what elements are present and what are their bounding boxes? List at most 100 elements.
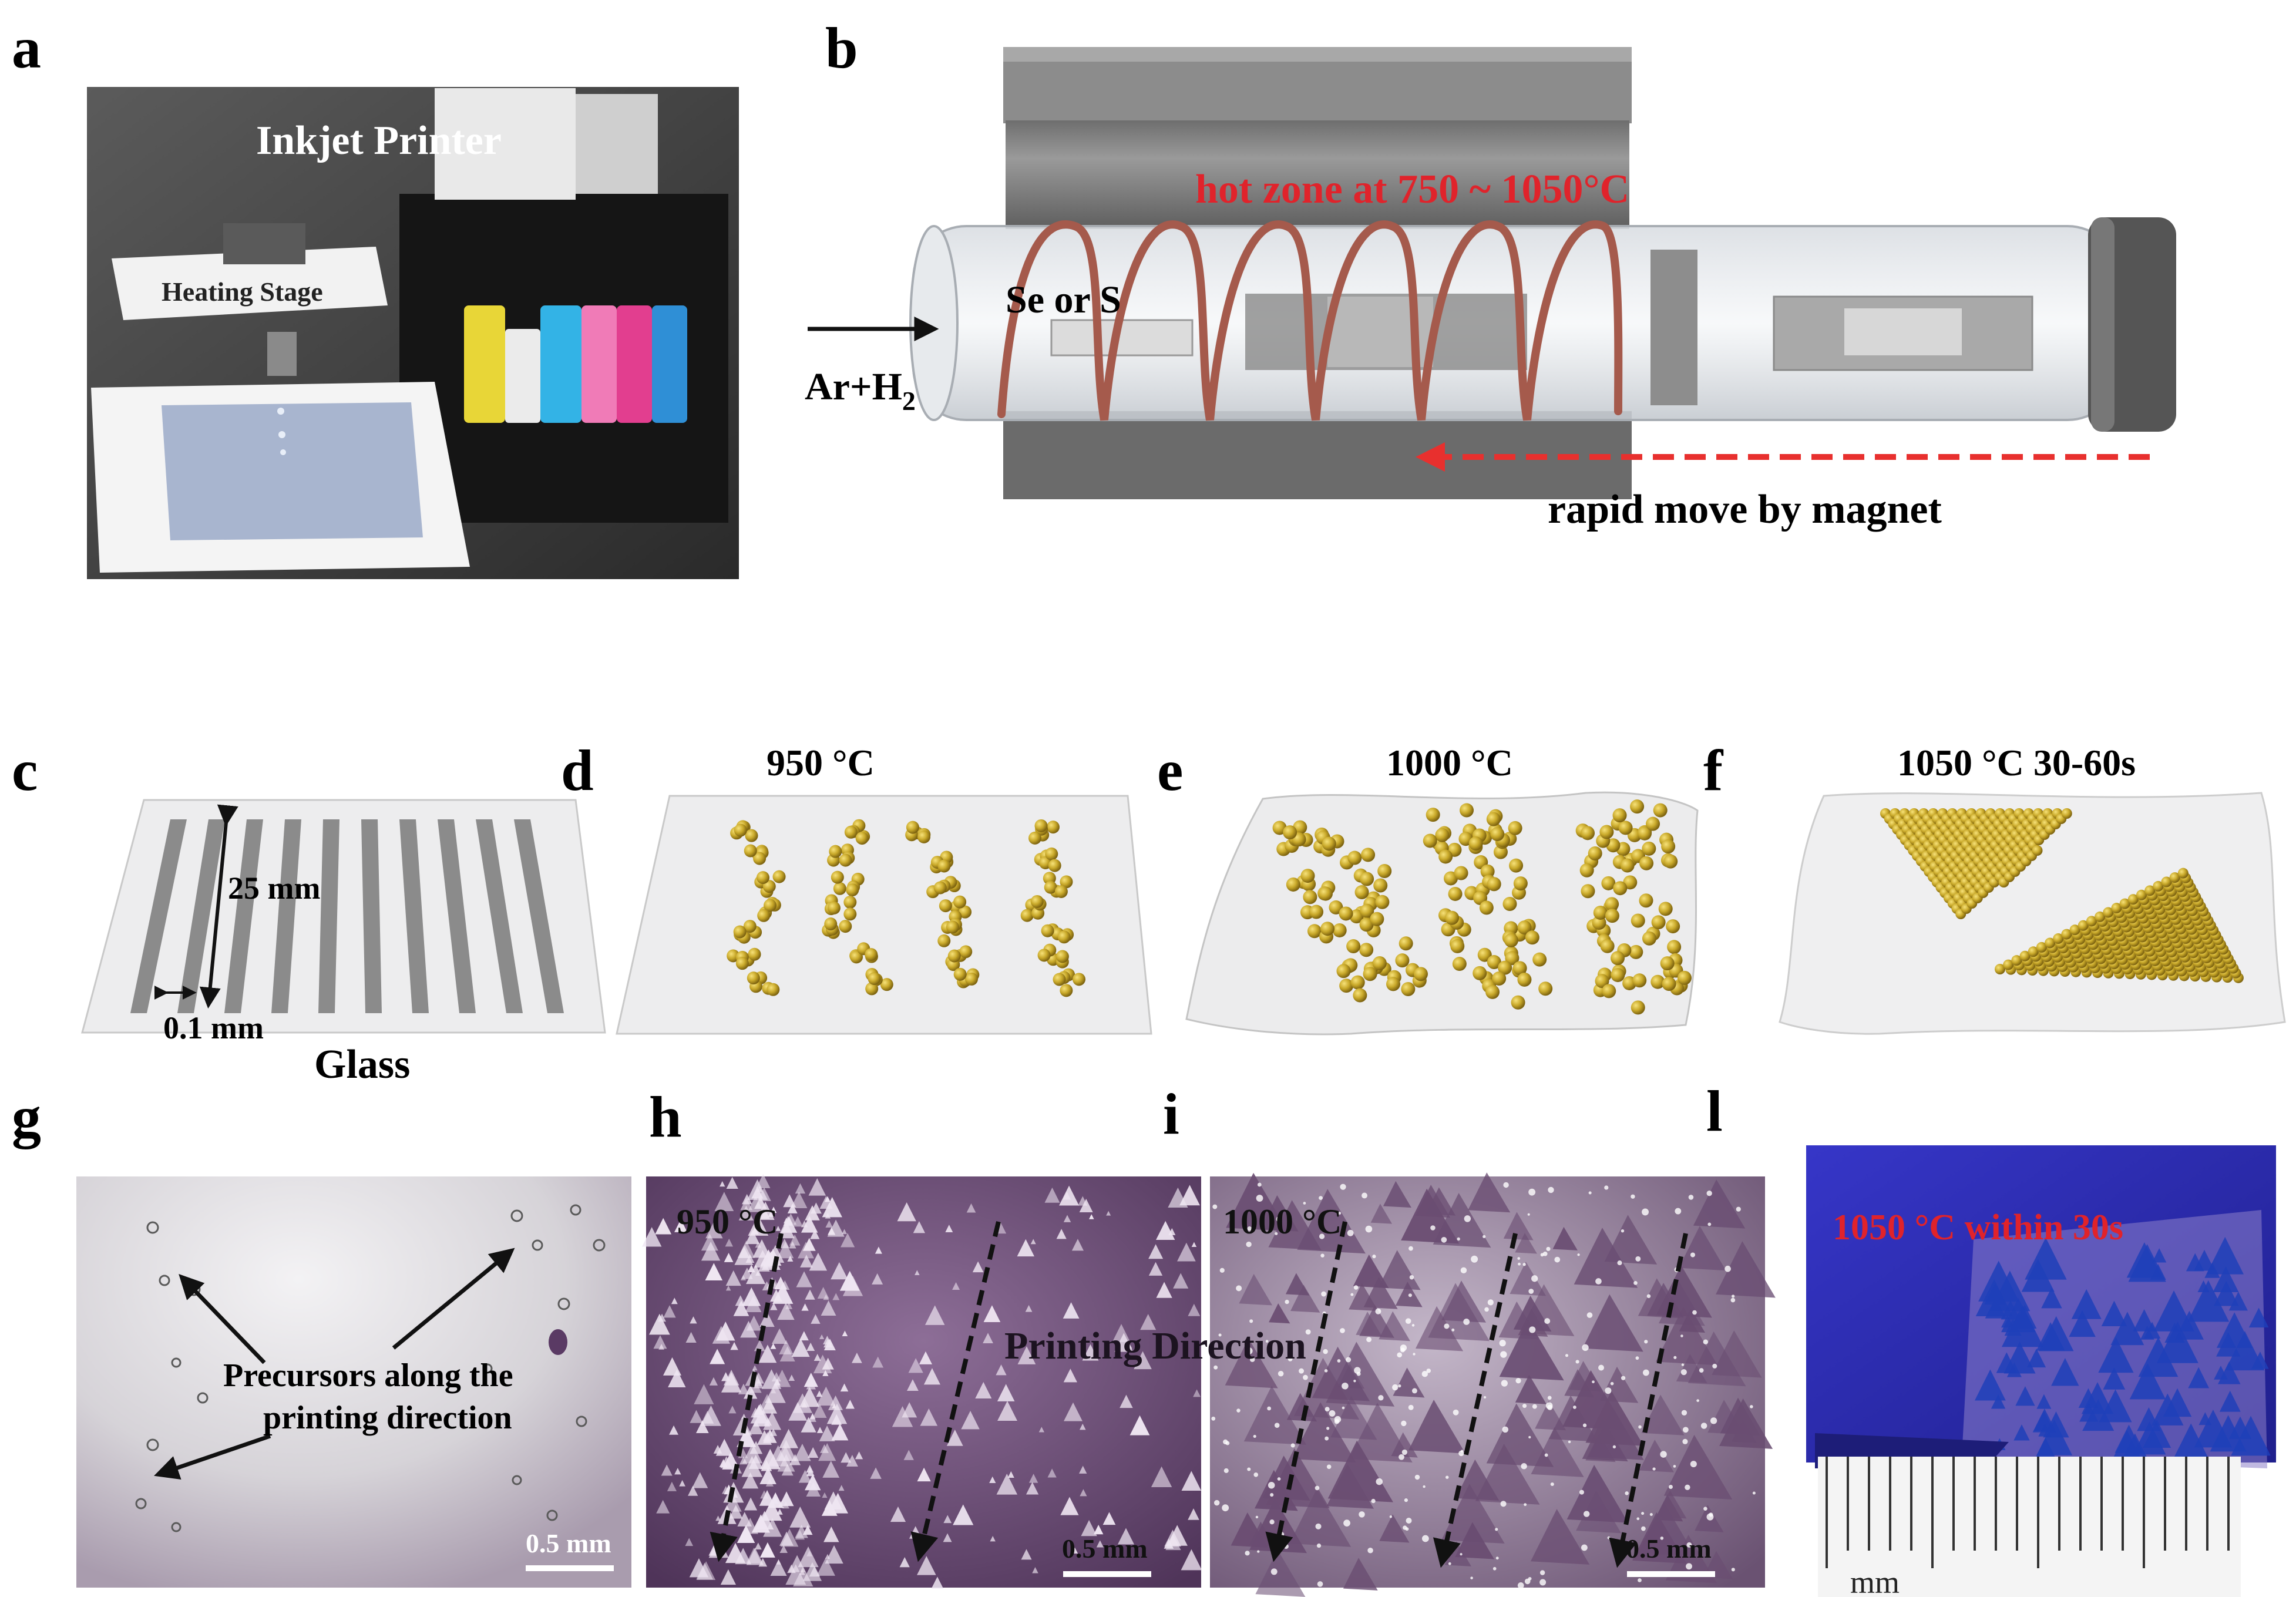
gold-atom [1639, 893, 1653, 908]
gold-atom [1642, 931, 1656, 946]
crystal-flake [1079, 1199, 1093, 1213]
crystal-flake [796, 1271, 812, 1287]
gold-atom [1581, 826, 1595, 840]
gold-atom [1995, 964, 2005, 974]
printing-direction-arrow-h1 [710, 1233, 784, 1562]
crystal-flake [779, 1340, 794, 1354]
crystal-flake [737, 1525, 755, 1543]
crystal-flake [725, 1270, 741, 1286]
panel-g: g Precursors along the printing directio… [12, 1084, 631, 1588]
crystal-flake [789, 1234, 801, 1246]
crystal-flake [841, 1452, 852, 1463]
crystal-sparkle [1274, 1423, 1280, 1428]
crystal-flake [2186, 1253, 2204, 1272]
crystal-flake [989, 1476, 996, 1483]
gold-atom [1595, 974, 1609, 989]
crystal-sparkle [1503, 1182, 1509, 1188]
crystal-sparkle [1225, 1441, 1230, 1445]
crystal-sparkle [1463, 1319, 1470, 1325]
crystal-flake [789, 1506, 811, 1528]
gold-atom [1631, 913, 1645, 928]
panel-letter-f: f [1703, 738, 1724, 803]
crystal-flake [822, 1197, 842, 1218]
crystal-sparkle [1732, 1295, 1735, 1298]
annotation-arrow-right-up [392, 1248, 515, 1350]
gold-atom [1512, 961, 1527, 976]
crystal-flake [1503, 1212, 1534, 1240]
crystal-flake [679, 1480, 685, 1487]
gold-atom [865, 982, 879, 996]
crystal-flake [1468, 1172, 1511, 1213]
crystal-flake [2174, 1423, 2208, 1457]
crystal-flake [1687, 1332, 1746, 1387]
crystal-flake [705, 1221, 723, 1239]
crystal-flake [724, 1253, 734, 1262]
crystal-sparkle [1453, 1409, 1459, 1416]
crystal-sparkle [1522, 1263, 1526, 1266]
crystal-sparkle [1276, 1216, 1282, 1222]
panel-i: i 1000 °C 0.5 mm [1163, 1081, 1776, 1597]
crystal-flake [818, 1443, 836, 1461]
crystal-flake [826, 1403, 848, 1424]
crystal-flake [1044, 1187, 1060, 1203]
gold-atom [1057, 930, 1071, 944]
crystal-flake [903, 1450, 914, 1460]
crystal-flake [1676, 1354, 1707, 1383]
crystal-flake [920, 1408, 938, 1426]
gold-atom [1339, 979, 1354, 993]
gold-atom [2028, 946, 2039, 957]
crystal-flake [713, 1445, 722, 1454]
crystal-flake [788, 1401, 808, 1421]
crystal-sparkle [1315, 1523, 1322, 1529]
gold-atom [1360, 903, 1374, 918]
crystal-flake [811, 1314, 821, 1324]
crystal-sparkle [1544, 1453, 1548, 1457]
crystal-flake [759, 1467, 776, 1484]
inkjet-printer-label: Inkjet Printer [256, 118, 502, 163]
panel-a: a Inkjet Printer Heat [12, 15, 739, 579]
gold-atom [2032, 845, 2043, 856]
crystal-flake [725, 1285, 731, 1291]
crystal-flake [841, 1233, 855, 1248]
crystal-flake [1114, 1333, 1134, 1352]
crystal-flake [2003, 1342, 2036, 1374]
crystal-flake [908, 1358, 923, 1373]
crystal-sparkle [1303, 1374, 1308, 1380]
ruler: mm [1818, 1457, 2241, 1597]
crystal-flake [759, 1312, 775, 1327]
crystal-flake [1269, 1303, 1290, 1324]
gold-atom [1677, 970, 1692, 985]
panel-letter-b: b [825, 15, 858, 80]
crystal-sparkle [1612, 1445, 1616, 1449]
crystal-sparkle [1641, 1512, 1645, 1515]
gold-atom [1653, 803, 1668, 818]
crystal-flake [2079, 1403, 2099, 1422]
crystal-flake [953, 1504, 974, 1525]
gold-atom [2161, 876, 2172, 887]
ink-tank-blue [652, 305, 687, 423]
crystal-flake [2248, 1307, 2269, 1328]
crystal-flake [2071, 1289, 2102, 1319]
crystal-flakes-l [1974, 1237, 2271, 1468]
gold-atom [767, 983, 780, 996]
crystal-flake [739, 1456, 748, 1465]
gold-atom [1629, 944, 1643, 959]
crystal-flake [2013, 1424, 2030, 1441]
crystal-flake [1088, 1214, 1094, 1219]
gold-atom [1360, 872, 1374, 886]
crystal-sparkle [1372, 1255, 1376, 1259]
micrograph-g [76, 1176, 631, 1588]
panel-f: f 1050 °C 30-60s [1703, 738, 2286, 1035]
crystal-sparkle [1247, 1226, 1252, 1231]
crystal-flake [1441, 1280, 1487, 1323]
crystal-flake [1060, 1497, 1079, 1515]
crystal-sparkle [1319, 1196, 1323, 1201]
gold-atom [1525, 930, 1539, 945]
gold-atom [1579, 863, 1594, 877]
gold-atom [1028, 831, 1041, 845]
crystal-flake [777, 1445, 794, 1461]
gold-atom [1386, 977, 1400, 991]
crystal-flake [917, 1467, 931, 1482]
gold-atom [1372, 956, 1387, 970]
gold-atom [1454, 866, 1468, 880]
